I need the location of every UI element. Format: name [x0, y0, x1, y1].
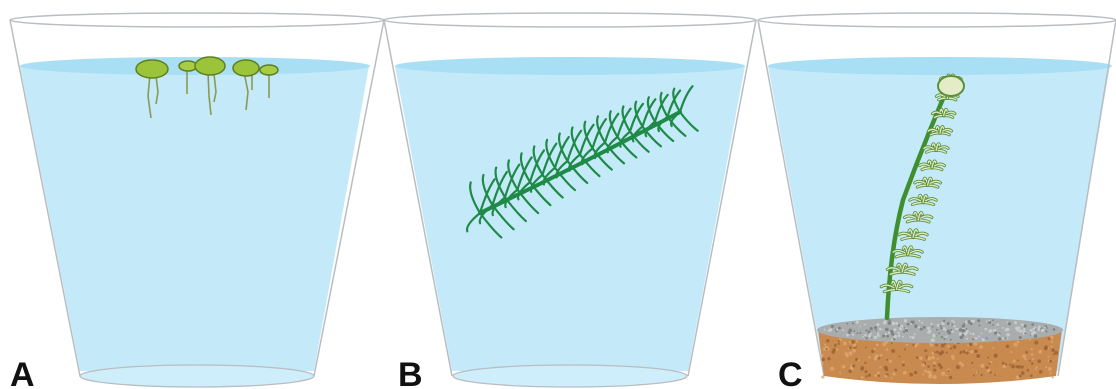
cup-bottom-a: [80, 365, 314, 387]
panel-label-c: C: [778, 356, 803, 389]
water-surface-c: [768, 57, 1112, 75]
water-b: [395, 66, 745, 371]
panel-c: [758, 13, 1116, 384]
panel-a: [10, 13, 384, 387]
panel-b: [384, 13, 756, 387]
cup-rim-a: [10, 13, 384, 27]
panel-label-b: B: [398, 356, 423, 389]
cup-rim-c: [758, 13, 1116, 27]
cup-bottom-b: [453, 365, 687, 387]
water-surface-b: [395, 57, 745, 75]
cup-rim-b: [384, 13, 756, 27]
plant-tip-bud: [938, 76, 964, 96]
gravel-layer: [817, 317, 1063, 343]
water-a: [20, 66, 369, 371]
panel-label-a: A: [10, 356, 35, 389]
